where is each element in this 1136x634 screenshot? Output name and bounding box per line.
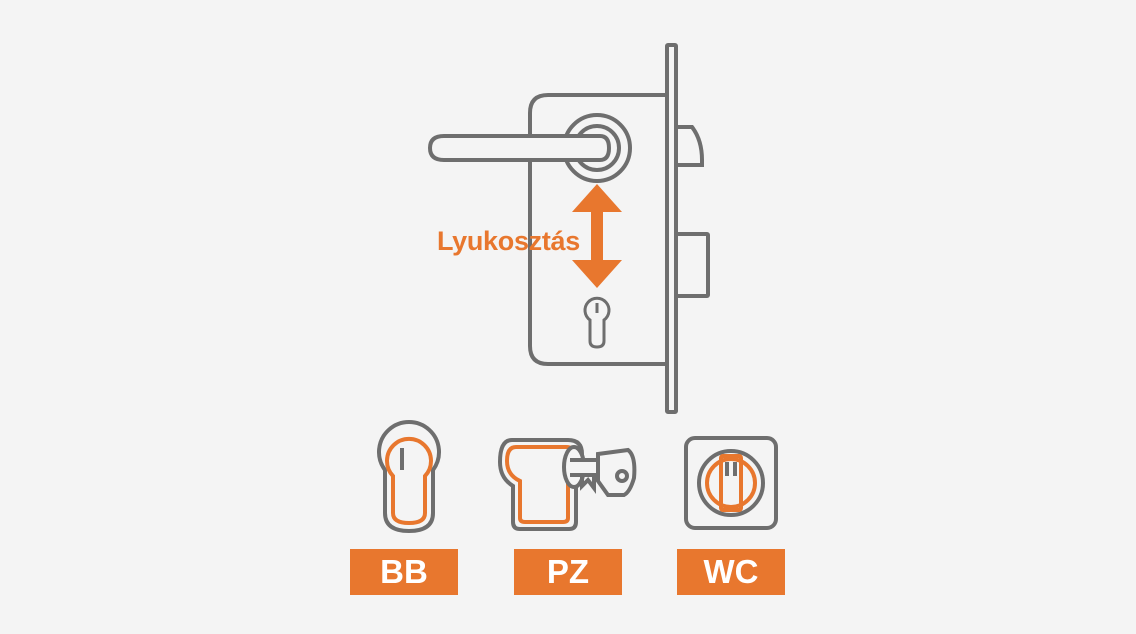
door-faceplate: [665, 43, 678, 414]
lock-case: [528, 93, 667, 366]
case-keyhole-icon: [583, 296, 611, 349]
wc-thumbturn-icon: [684, 436, 778, 530]
bb-keyhole-icon: [377, 420, 441, 534]
lock-type-badge-wc: WC: [677, 549, 785, 595]
lever-handle: [427, 134, 612, 162]
lock-type-label-pz: PZ: [546, 553, 590, 590]
dead-bolt: [674, 232, 710, 298]
lock-type-badge-bb: BB: [350, 549, 458, 595]
lock-type-label-bb: BB: [380, 553, 428, 590]
latch-bolt: [676, 125, 704, 167]
hole-distance-label: Lyukosztás: [436, 226, 580, 256]
lock-type-badge-pz: PZ: [514, 549, 622, 595]
distance-arrow: [572, 184, 622, 288]
lock-type-label-wc: WC: [703, 553, 759, 590]
pz-cylinder-key-icon: [497, 438, 637, 531]
